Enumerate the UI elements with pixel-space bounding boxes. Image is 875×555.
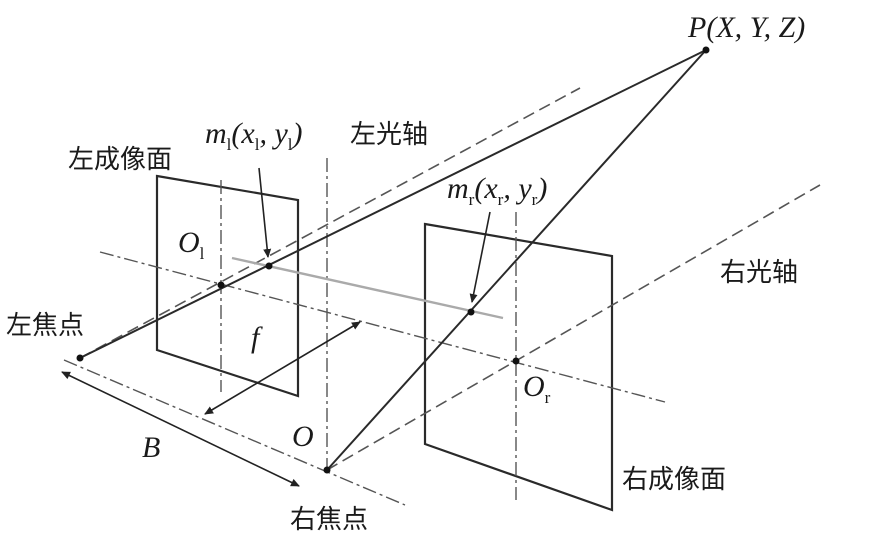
m-left-marker [265, 262, 273, 270]
right-optical-axis-label: 右光轴 [720, 258, 798, 288]
right-focus-label: 右焦点 [290, 505, 368, 535]
baseline-label: B [142, 431, 160, 464]
o-left-marker [217, 281, 225, 289]
focal-length-label: f [251, 321, 263, 354]
m-right-label: mr(xr, yr) [447, 172, 547, 209]
left-optical-axis-line [79, 87, 581, 359]
origin-o-label: O [292, 420, 314, 453]
left-focus-label: 左焦点 [6, 311, 84, 341]
o-right-label: Or [523, 370, 551, 407]
point-p-marker [702, 46, 710, 54]
right-focus-marker [323, 466, 331, 474]
o-left-label: Ol [178, 226, 205, 263]
m-right-marker [467, 308, 475, 316]
point-p-label: P(X, Y, Z) [687, 11, 805, 44]
ray-right [326, 49, 707, 471]
baseline-arrow [61, 371, 300, 487]
left-image-plane-label: 左成像面 [68, 145, 172, 175]
right-optical-axis-line [326, 184, 821, 471]
m-left-label: ml(xl, yl) [205, 117, 303, 154]
left-focus-marker [76, 354, 84, 362]
ray-left [79, 49, 707, 359]
o-right-marker [512, 357, 520, 365]
horizontal-center-line [99, 251, 666, 403]
right-image-plane [423, 222, 614, 512]
left-optical-axis-label: 左光轴 [350, 120, 428, 150]
focal-length-arrow [204, 321, 361, 415]
right-image-plane-label: 右成像面 [622, 465, 726, 495]
m-right-pointer [469, 211, 491, 303]
epipolar-line [231, 256, 504, 320]
m-left-pointer [258, 167, 272, 258]
baseline-dashdot-line [63, 359, 406, 506]
